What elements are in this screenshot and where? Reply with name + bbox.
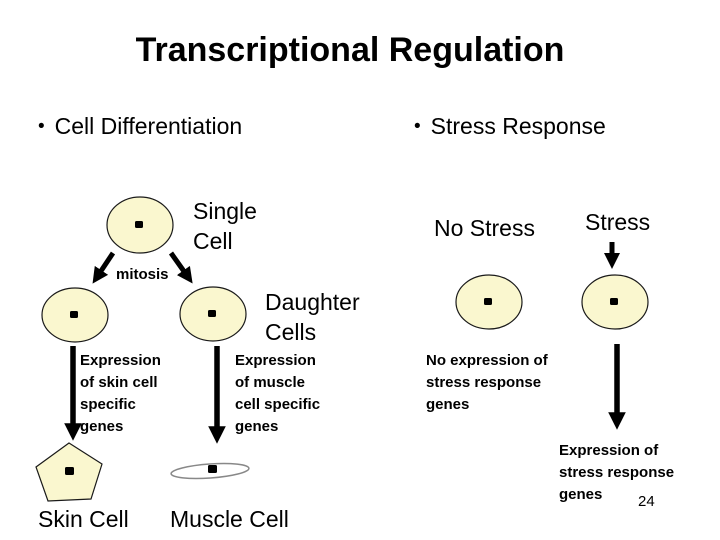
skin-cell-label: Skin Cell	[38, 506, 129, 532]
muscle-cell-nucleus-dot	[208, 465, 217, 473]
stress-cell-nucleus-dot	[610, 298, 618, 305]
page-number: 24	[638, 493, 655, 510]
skin-cell-nucleus-dot	[65, 467, 74, 475]
bullet-stress-response-label: Stress Response	[430, 113, 606, 139]
stress-label: Stress	[585, 209, 651, 235]
muscle-expression-label: Expression of muscle cell specific genes	[235, 352, 321, 435]
no-stress-cell-nucleus-dot	[484, 298, 492, 305]
bullet-icon: •	[414, 116, 421, 137]
muscle-cell-label: Muscle Cell	[170, 506, 289, 532]
single-cell-label: Single Cell	[193, 198, 257, 254]
no-stress-label: No Stress	[434, 215, 535, 241]
slide-title: Transcriptional Regulation	[135, 31, 565, 69]
daughter-cell-left-nucleus-dot	[70, 311, 78, 318]
skin-expression-label: Expression of skin cell specific genes	[80, 352, 161, 435]
bullet-icon: •	[38, 116, 45, 137]
bullet-cell-differentiation-label: Cell Differentiation	[54, 113, 243, 139]
daughter-cell-right-nucleus-dot	[208, 310, 216, 317]
mitosis-arrow-right	[168, 251, 193, 284]
single-cell-nucleus-dot	[135, 221, 143, 228]
daughter-cells-label: Daughter Cells	[265, 289, 360, 345]
bullet-cell-differentiation: • Cell Differentiation	[38, 113, 242, 140]
mitosis-arrow-left	[92, 251, 116, 284]
bullet-stress-response: • Stress Response	[414, 113, 606, 140]
stress-expression-label: Expression of stress response genes	[559, 442, 675, 503]
no-stress-expression-label: No expression of stress response genes	[426, 352, 548, 413]
mitosis-label: mitosis	[116, 266, 169, 283]
